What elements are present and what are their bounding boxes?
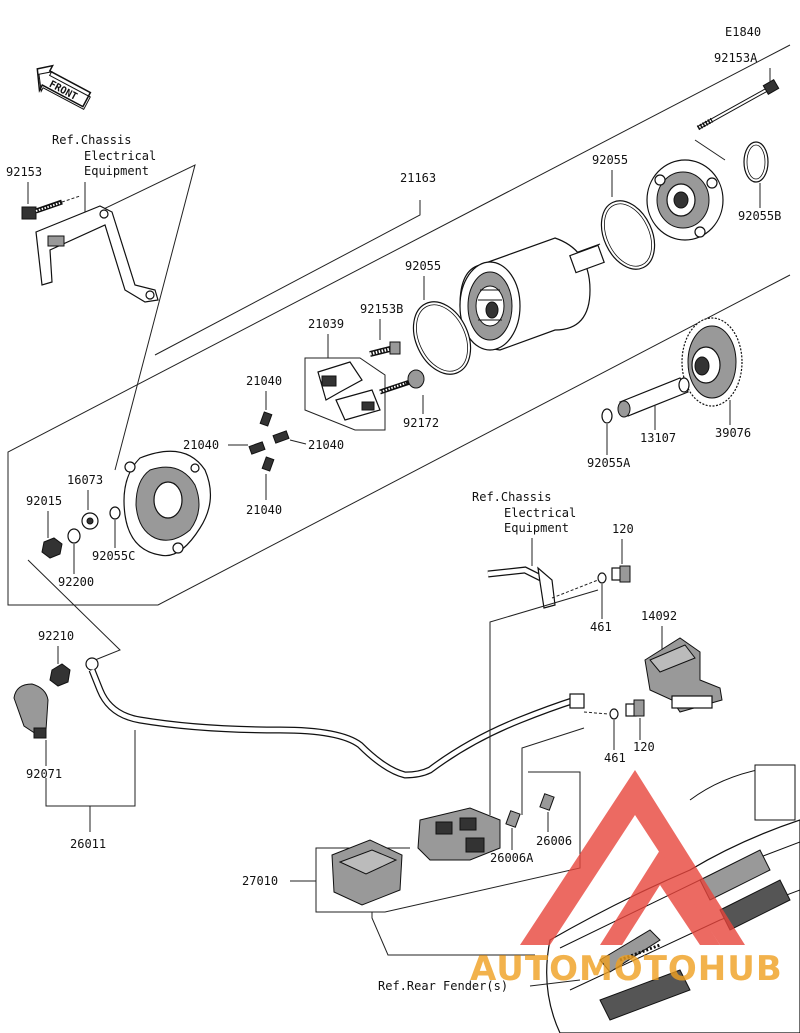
watermark-logo: AUTOMOTOHUB	[470, 770, 783, 989]
label-13107: 13107	[640, 431, 676, 445]
label-16073: 16073	[67, 473, 103, 487]
label-14092: 14092	[641, 609, 677, 623]
part-92071-boot	[13, 683, 49, 739]
front-arrow-icon: FRONT	[36, 64, 92, 111]
part-92153-bolt	[21, 199, 63, 220]
part-27010-relay	[331, 839, 403, 906]
part-26011-cable	[85, 657, 585, 779]
label-92055C: 92055C	[92, 549, 135, 563]
label-21040-b: 21040	[183, 438, 219, 452]
part-92200-washer	[67, 528, 81, 544]
part-39076-gear	[681, 317, 743, 407]
label-92015: 92015	[26, 494, 62, 508]
part-13107-shaft	[617, 377, 690, 418]
part-14092-cover	[644, 637, 723, 713]
part-starter-motor	[459, 237, 605, 351]
part-rear-fender	[546, 764, 800, 1033]
ref-chassis-2: Ref.Chassis Electrical Equipment	[472, 490, 576, 535]
label-26006: 26006	[536, 834, 572, 848]
part-relay-harness	[417, 807, 501, 861]
part-92210-nut	[49, 663, 71, 687]
part-92153A-bolt	[696, 78, 780, 131]
part-26006A-fuse	[505, 810, 521, 828]
starter-group-outline	[7, 44, 791, 606]
label-461-a: 461	[590, 620, 612, 634]
label-26011: 26011	[70, 837, 106, 851]
label-92071: 92071	[26, 767, 62, 781]
part-bracket	[35, 205, 159, 303]
ref-chassis-1-line3: Equipment	[84, 164, 149, 178]
ref-chassis-2-line2: Electrical	[504, 506, 576, 520]
part-120-bolt-a	[611, 565, 631, 583]
part-92153B-bolt	[369, 341, 401, 357]
label-21039: 21039	[308, 317, 344, 331]
label-39076: 39076	[715, 426, 751, 440]
part-92055B-oring	[743, 141, 769, 183]
label-21163: 21163	[400, 171, 436, 185]
part-21039-brush-holder	[317, 361, 381, 421]
part-120-bolt-b	[625, 699, 645, 717]
label-92055B: 92055B	[738, 209, 781, 223]
part-92055C-oring	[109, 506, 121, 520]
ref-chassis-2-line3: Equipment	[504, 521, 569, 535]
part-92055-oring-mid	[412, 301, 472, 375]
label-27010: 27010	[242, 874, 278, 888]
label-92153B: 92153B	[360, 302, 403, 316]
part-front-cover	[123, 450, 211, 557]
part-21040-springs	[248, 411, 290, 472]
label-26006A: 26006A	[490, 851, 534, 865]
label-92200: 92200	[58, 575, 94, 589]
part-92055A-washer	[601, 408, 613, 424]
part-92015-nut	[41, 537, 63, 559]
label-92210: 92210	[38, 629, 74, 643]
diagram-code: E1840	[725, 25, 761, 39]
part-461-washer-a	[597, 572, 607, 584]
part-battery-lead-upper	[487, 566, 556, 609]
ref-chassis-1: Ref.Chassis Electrical Equipment	[52, 133, 156, 178]
label-21040-a: 21040	[246, 374, 282, 388]
label-21040-d: 21040	[246, 503, 282, 517]
ref-chassis-2-line1: Ref.Chassis	[472, 490, 551, 504]
label-92153: 92153	[6, 165, 42, 179]
ref-rear-fender: Ref.Rear Fender(s)	[378, 979, 508, 993]
part-461-washer-b	[609, 708, 619, 720]
label-461-b: 461	[604, 751, 626, 765]
part-26006-fuse	[539, 793, 555, 811]
ref-chassis-1-line1: Ref.Chassis	[52, 133, 131, 147]
part-92172-screw	[379, 369, 425, 395]
label-21040-c: 21040	[308, 438, 344, 452]
ref-chassis-1-line2: Electrical	[84, 149, 156, 163]
label-120-a: 120	[612, 522, 634, 536]
watermark-text: AUTOMOTOHUB	[470, 949, 783, 989]
group-line-21163	[154, 200, 421, 356]
label-92055-mid: 92055	[405, 259, 441, 273]
part-92055-oring-top	[600, 200, 656, 270]
label-92055-top: 92055	[592, 153, 628, 167]
label-120-b: 120	[633, 740, 655, 754]
part-end-cover	[646, 159, 724, 241]
label-92172: 92172	[403, 416, 439, 430]
label-92055A: 92055A	[587, 456, 631, 470]
label-92153A: 92153A	[714, 51, 758, 65]
